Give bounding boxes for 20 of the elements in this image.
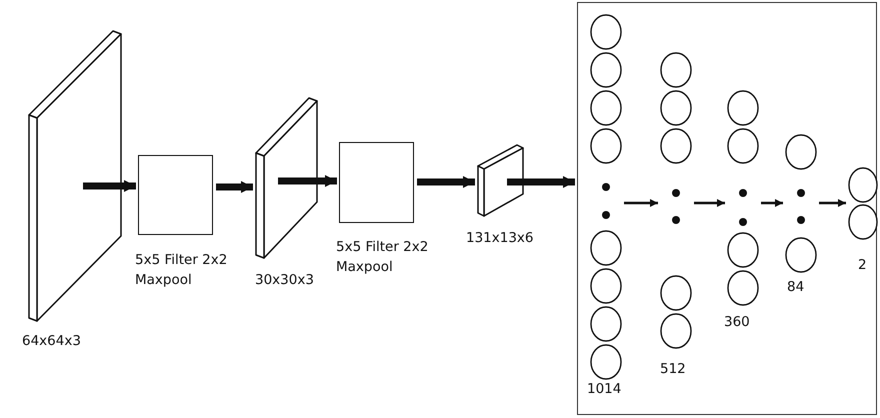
arrow [417,176,475,188]
dimension-label: 30x30x3 [255,271,314,290]
dimension-label: 131x13x6 [466,229,534,248]
arrow [761,199,783,207]
arrow [819,199,846,207]
operation-label: 5x5 Filter 2x2 Maxpool [135,251,228,290]
layer-size-label: 1014 [587,380,622,399]
layer-size-label: 512 [660,360,686,379]
arrow [507,176,575,188]
layer-size-label: 84 [787,278,804,297]
dimension-label: 64x64x3 [22,332,81,351]
layer-size-label: 2 [858,256,867,275]
arrow [624,199,658,207]
arrow [216,181,253,193]
layer-size-label: 360 [724,313,750,332]
operation-label: 5x5 Filter 2x2 Maxpool [336,238,430,277]
arrow [278,175,337,187]
arrow [83,180,136,192]
arrow [694,199,725,207]
dense-layers-panel [577,2,877,415]
